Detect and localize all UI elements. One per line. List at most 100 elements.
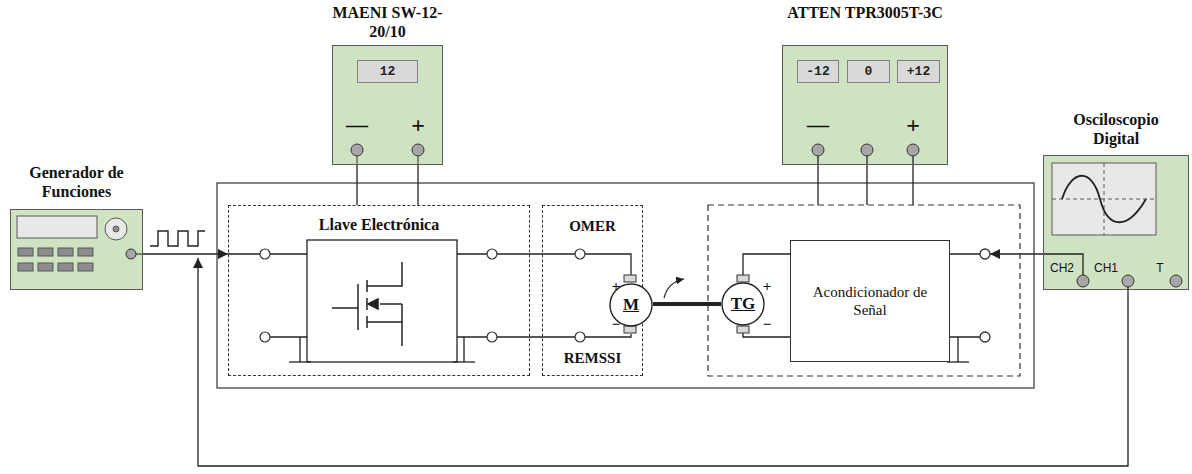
wire [743, 333, 790, 337]
terminal [487, 332, 497, 342]
supply-terminal [357, 156, 358, 165]
supply-display: 0 [847, 60, 890, 83]
instrument-body [10, 45, 1189, 290]
instrument-body [782, 45, 948, 165]
motor-terminal [737, 326, 749, 333]
terminal [260, 332, 270, 342]
oscilloscope-panel [1104, 163, 1105, 235]
terminal-sign: — [807, 112, 829, 138]
terminal [260, 249, 270, 259]
polarity-sign: + [612, 278, 621, 295]
polarity-sign: − [612, 316, 621, 333]
generator-panel [78, 263, 93, 271]
oscilloscope-panel [1043, 254, 1083, 275]
node-label: TG [731, 295, 756, 313]
motor-terminal [737, 275, 749, 282]
board-outline [217, 183, 1034, 388]
supply-terminal [812, 144, 824, 156]
wire [143, 253, 228, 254]
supply-terminal [817, 156, 818, 205]
rotation-arrow [664, 279, 684, 298]
signal-conditioner-wiring [980, 332, 990, 342]
channel-label: T [1156, 261, 1163, 275]
function-generator: Generador de Funciones [10, 209, 143, 290]
node-label: M [623, 296, 639, 314]
signal-conditioner-wiring [957, 337, 958, 362]
rotation-arrow [664, 279, 684, 298]
supply-terminal [866, 156, 867, 205]
square-wave-symbol [150, 231, 205, 246]
wire [417, 165, 418, 205]
terminal [575, 332, 585, 342]
oscilloscope-panel [1170, 275, 1182, 287]
board-outline [708, 205, 1020, 376]
channel-label: CH2 [1050, 261, 1074, 275]
oscilloscope-panel [1077, 275, 1089, 287]
board-outline [217, 183, 1034, 388]
terminal-sign: — [346, 112, 368, 138]
electronic-switch [307, 240, 457, 362]
supply-display: +12 [897, 60, 940, 83]
generator-panel [38, 248, 53, 256]
electronic-switch [463, 337, 464, 362]
signal-conditioner-wiring [947, 361, 969, 362]
instrument-title: MAENI SW-12-20/10 [325, 3, 450, 41]
electronic-switch [228, 240, 530, 362]
node-label: 12 [380, 64, 396, 79]
mosfet-symbol [357, 284, 359, 330]
generator-panel [17, 216, 97, 238]
mosfet-symbol [332, 262, 402, 346]
supply-terminal [912, 156, 913, 205]
signal-conditioner: Acondicionador de Señal [790, 240, 950, 362]
generator-panel [105, 218, 127, 240]
node-label: Acondicionador de Señal [797, 283, 943, 319]
generator-panel [18, 248, 33, 256]
supply-terminal [351, 144, 919, 205]
polarity-sign: + [763, 278, 772, 295]
electronic-switch [289, 361, 311, 362]
oscilloscope-panel [1122, 275, 1134, 287]
instrument-body [10, 209, 143, 290]
instrument-title: Osciloscopio Digital [1059, 110, 1174, 148]
node-label: REMSSI [543, 350, 642, 367]
supply-terminal [412, 144, 424, 156]
oscilloscope-panel [1062, 176, 1146, 223]
terminal [575, 249, 585, 259]
instrument-title: ATTEN TPR3005T-3C [787, 3, 943, 22]
wire [356, 165, 357, 205]
generator-panel [38, 263, 53, 271]
generator-panel [126, 249, 136, 259]
power-supply: ATTEN TPR3005T-3C-120+12 [782, 45, 948, 165]
generator-panel [17, 216, 143, 271]
polarity-sign: − [763, 316, 772, 333]
power-supply: MAENI SW-12-20/1012 [332, 45, 443, 165]
node-label: Llave Electrónica [229, 216, 529, 234]
terminal [260, 249, 585, 342]
wire [990, 253, 1043, 254]
terminal [487, 249, 497, 259]
switch-module: Llave Electrónica [228, 205, 530, 376]
supply-terminal [907, 144, 919, 156]
mosfet-symbol [367, 322, 402, 346]
instrument-body [1043, 155, 1189, 290]
mosfet-symbol [332, 307, 358, 309]
channel-label: CH1 [1094, 261, 1118, 275]
supply-display: -12 [797, 60, 839, 83]
motor-terminal [624, 326, 636, 333]
square-wave-symbol [150, 231, 205, 246]
supply-terminal [351, 144, 363, 156]
supply-terminal [418, 156, 419, 165]
node-label: OMER [543, 218, 642, 235]
circle-outline [722, 283, 764, 325]
oscilloscope-panel [1052, 163, 1156, 235]
tachogenerator-symbol: TG [721, 282, 765, 326]
mosfet-symbol [367, 262, 402, 286]
terminal-sign: + [906, 112, 920, 139]
node-label: 0 [865, 64, 873, 79]
mosfet-symbol [380, 303, 402, 305]
instrument-body [332, 45, 443, 165]
signal-conditioner-wiring [980, 249, 990, 259]
